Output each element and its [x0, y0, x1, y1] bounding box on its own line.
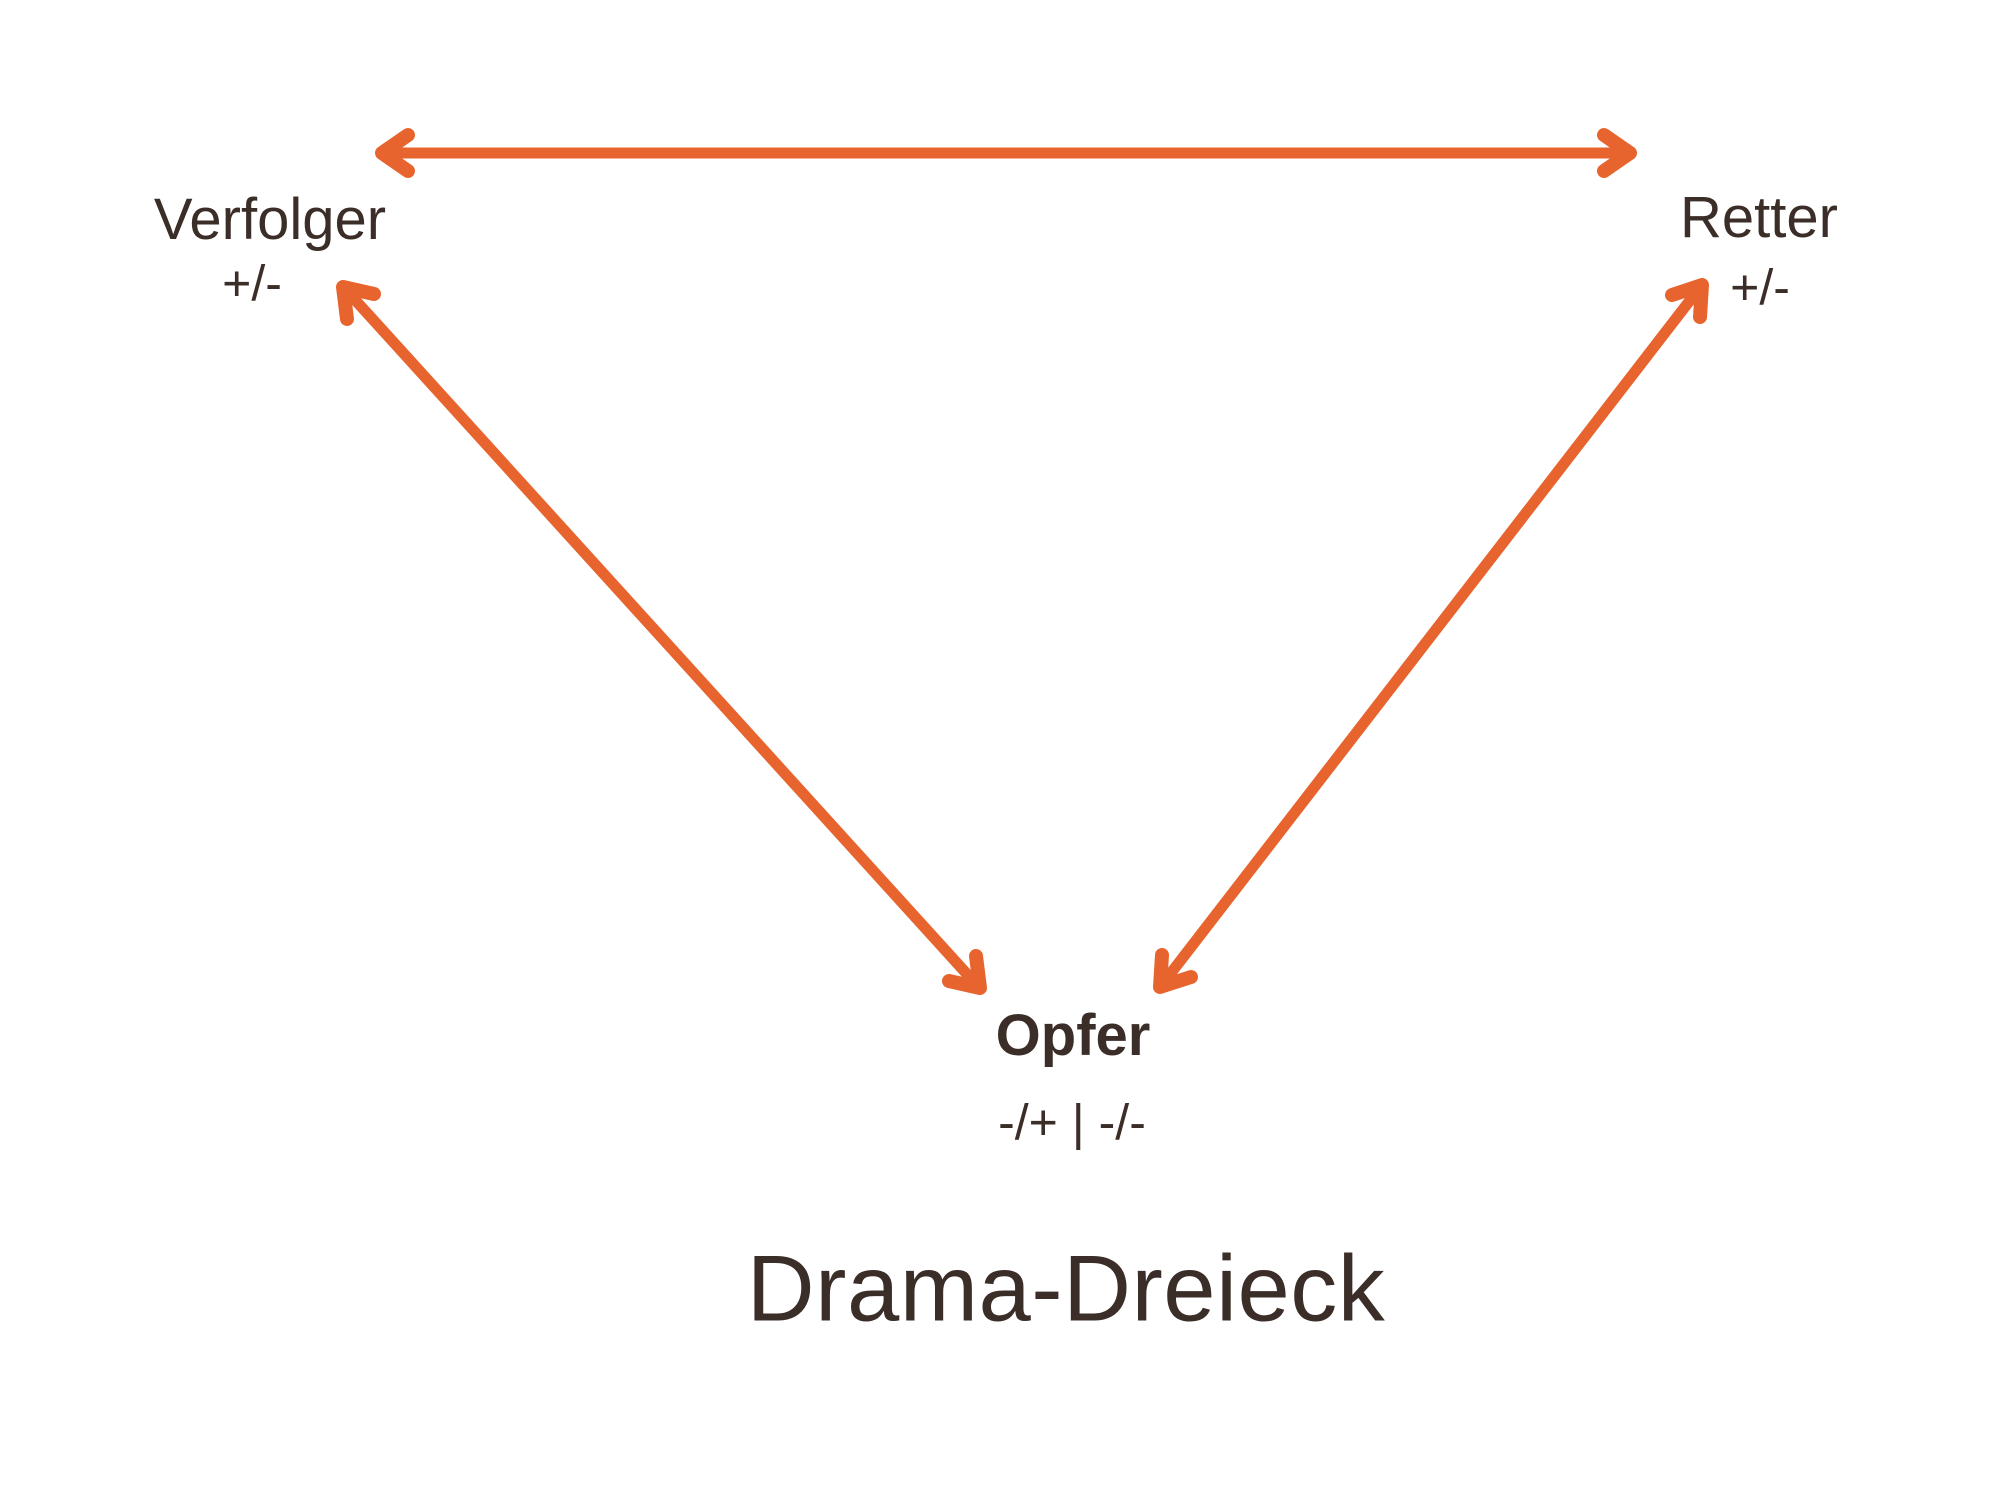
node-opfer-label: Opfer	[995, 1003, 1151, 1069]
arrow-verfolger-retter	[375, 128, 1637, 178]
node-retter-value: +/-	[1730, 259, 1790, 316]
node-verfolger-value: +/-	[222, 255, 282, 312]
arrow-retter-opfer	[1153, 278, 1709, 994]
arrow-verfolger-opfer	[336, 280, 987, 995]
diagram-title: Drama-Dreieck	[746, 1235, 1386, 1341]
node-verfolger-label: Verfolger	[153, 187, 387, 253]
node-opfer-value: -/+ | -/-	[998, 1094, 1146, 1151]
node-retter-label: Retter	[1680, 185, 1838, 251]
